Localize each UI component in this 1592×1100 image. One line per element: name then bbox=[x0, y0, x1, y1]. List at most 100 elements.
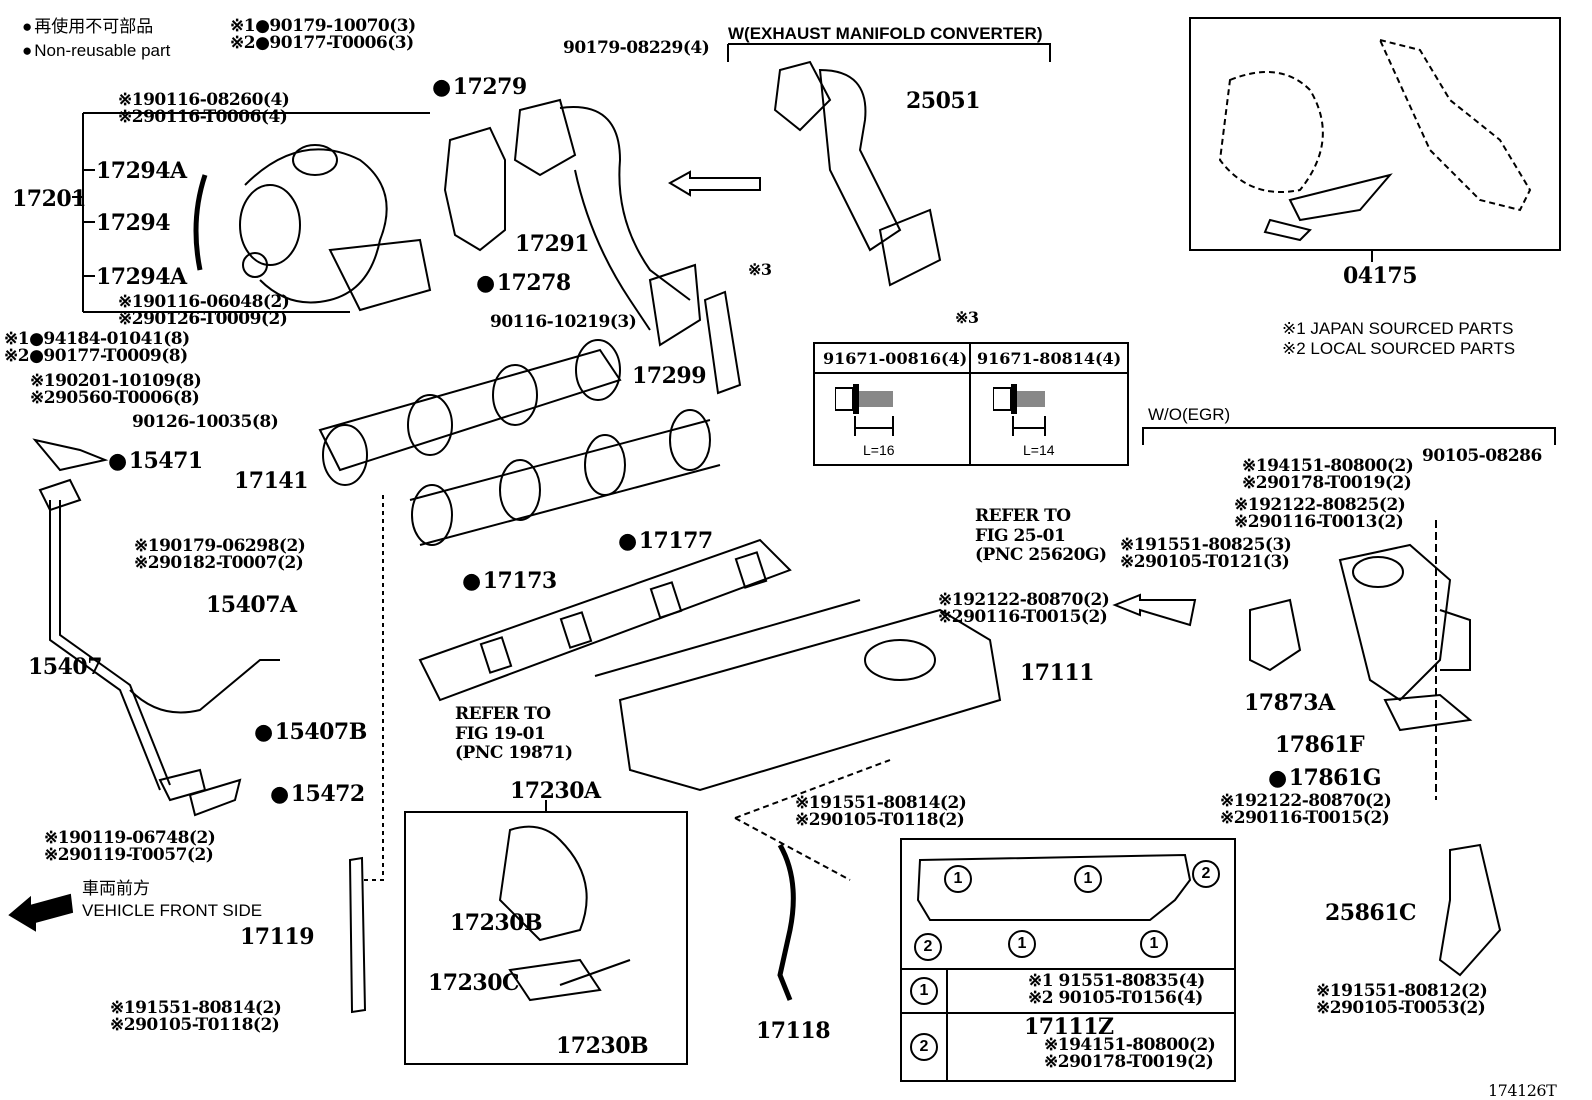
part-17111Z[interactable]: 17111Z bbox=[1024, 1014, 1114, 1040]
pipe-17291-drawing bbox=[513, 98, 702, 347]
part-17141[interactable]: 17141 bbox=[234, 468, 309, 494]
part-15407[interactable]: 15407 bbox=[28, 654, 103, 680]
fastener-local: ※290105-T0118(2) bbox=[110, 1015, 280, 1035]
row2-fastener[interactable]: ※194151-80800(2) ※290178-T0019(2) bbox=[1044, 1037, 1216, 1072]
section-wo-egr: W/O(EGR) bbox=[1148, 405, 1231, 424]
leader-17201 bbox=[72, 112, 430, 313]
part-17294A-top[interactable]: 17294A bbox=[96, 158, 187, 184]
figure-id: 174126T bbox=[1488, 1081, 1557, 1100]
fastener-stud-turbo-bottom[interactable]: ※190116-06048(2) ※290126-T0009(2) bbox=[118, 292, 290, 328]
fastener-japan: ※191551-80814(2) bbox=[795, 793, 967, 813]
part-17278[interactable]: 17278 bbox=[476, 272, 572, 294]
bolt-icon bbox=[835, 384, 894, 436]
part-25051[interactable]: 25051 bbox=[906, 88, 981, 114]
fastener-washer[interactable]: ※190201-10109(8) ※290560-T0006(8) bbox=[30, 371, 202, 407]
fastener-local: ※290178-T0019(2) bbox=[1044, 1052, 1214, 1072]
part-15471[interactable]: 15471 bbox=[108, 450, 204, 472]
refer-line: REFER TO bbox=[975, 506, 1071, 526]
part-17230B-bottom[interactable]: 17230B bbox=[556, 1033, 649, 1059]
fastener-bolt-17118[interactable]: ※191551-80814(2) ※290105-T0118(2) bbox=[795, 793, 967, 830]
fastener-bolt-egr[interactable]: ※191551-80825(3) ※290105-T0121(3) bbox=[1120, 535, 1292, 571]
marker-1: 1 bbox=[1074, 865, 1102, 893]
fastener-nut-oilpipe[interactable]: ※190179-06298(2) ※290182-T0007(2) bbox=[134, 538, 306, 572]
bracket-wo-egr bbox=[1142, 427, 1556, 445]
part-17111[interactable]: 17111 bbox=[1020, 660, 1095, 686]
arrow-left-intake-icon bbox=[1112, 593, 1197, 627]
fastener-stud-exhaust[interactable]: 90126-10035(8) bbox=[132, 412, 279, 432]
fastener-japan: ※190201-10109(8) bbox=[30, 371, 202, 391]
part-25861C[interactable]: 25861C bbox=[1325, 900, 1417, 926]
legend-non-reusable-en: Non-reusable part bbox=[22, 42, 170, 59]
fastener-bolt-egr-top[interactable]: 90105-08286 bbox=[1422, 446, 1542, 466]
fastener-local: ※290105-T0118(2) bbox=[795, 810, 965, 830]
part-17230A[interactable]: 17230A bbox=[510, 778, 601, 804]
table-col-divider bbox=[946, 968, 948, 1080]
fastener-bolt-oilpipe[interactable]: ※190119-06748(2) ※290119-T0057(2) bbox=[44, 828, 216, 865]
part-17294A-bottom[interactable]: 17294A bbox=[96, 264, 187, 290]
fastener-nut-top[interactable]: ※1●90179-10070(3) ※2●90177-T0006(3) bbox=[230, 18, 416, 52]
refer-gasket-link[interactable]: REFER TO FIG 25-01 (PNC 25620G) bbox=[975, 506, 1107, 566]
fastener-bolt-17119[interactable]: ※191551-80814(2) ※290105-T0118(2) bbox=[110, 1000, 282, 1035]
part-17119[interactable]: 17119 bbox=[240, 924, 315, 950]
note3-marker-bolt: ※3 bbox=[748, 260, 772, 279]
marker-1: 1 bbox=[1008, 930, 1036, 958]
fastener-local: ※2●90177-T0009(8) bbox=[4, 346, 188, 366]
bracket-25861C-drawing bbox=[1438, 843, 1502, 977]
part-17118[interactable]: 17118 bbox=[756, 1018, 831, 1044]
bolt-option-2[interactable]: 91671-80814(4) bbox=[977, 349, 1122, 368]
part-17201[interactable]: 17201 bbox=[12, 186, 87, 212]
fastener-japan: ※194151-80800(2) bbox=[1242, 456, 1414, 476]
gasket-15471-drawing bbox=[32, 438, 109, 472]
bolt-option-1[interactable]: 91671-00816(4) bbox=[823, 349, 968, 368]
fastener-stud-egr[interactable]: ※192122-80825(2) ※290116-T0013(2) bbox=[1234, 495, 1406, 532]
fastener-stud-17861[interactable]: ※192122-80870(2) ※290116-T0015(2) bbox=[1220, 793, 1392, 827]
bracket-17873A-drawing bbox=[1249, 598, 1302, 672]
fastener-stud-turbo[interactable]: ※190116-08260(4) ※290116-T0006(4) bbox=[118, 92, 290, 126]
part-17230B-top[interactable]: 17230B bbox=[450, 910, 543, 936]
fastener-japan: ※190116-06048(2) bbox=[118, 292, 290, 312]
part-17861F[interactable]: 17861F bbox=[1275, 732, 1365, 758]
part-17861G[interactable]: 17861G bbox=[1268, 767, 1382, 789]
part-17173[interactable]: 17173 bbox=[462, 570, 558, 592]
fastener-nut-egr[interactable]: ※194151-80800(2) ※290178-T0019(2) bbox=[1242, 456, 1414, 492]
gasket-17177-drawing bbox=[418, 538, 792, 702]
part-17279[interactable]: 17279 bbox=[432, 76, 528, 98]
marker-2: 2 bbox=[1192, 860, 1220, 888]
part-04175[interactable]: 04175 bbox=[1343, 263, 1418, 289]
part-17177[interactable]: 17177 bbox=[618, 530, 714, 552]
fastener-japan: ※191551-80825(3) bbox=[1120, 535, 1292, 555]
refer-rail-link[interactable]: REFER TO FIG 19-01 (PNC 19871) bbox=[455, 704, 573, 764]
bolt-icon bbox=[993, 384, 1046, 436]
bracket-17299-drawing bbox=[703, 290, 742, 395]
actuator-17230-drawing bbox=[498, 825, 631, 1002]
fastener-japan: ※192122-80825(2) bbox=[1234, 495, 1406, 515]
intake-manifold-outline bbox=[916, 853, 1192, 921]
fastener-local: ※290119-T0057(2) bbox=[44, 845, 214, 865]
part-17873A[interactable]: 17873A bbox=[1244, 690, 1335, 716]
table-header bbox=[815, 344, 1127, 374]
bracket-exhaust-converter bbox=[727, 43, 1051, 62]
arrow-left-icon bbox=[667, 170, 761, 197]
part-15472[interactable]: 15472 bbox=[270, 783, 366, 805]
fastener-stud-manifold[interactable]: 90116-10219(3) bbox=[490, 312, 637, 332]
marker-2: 2 bbox=[914, 933, 942, 961]
part-17294[interactable]: 17294 bbox=[96, 210, 171, 236]
row-marker-1: 1 bbox=[910, 977, 938, 1005]
part-15407B[interactable]: 15407B bbox=[254, 721, 368, 743]
refer-line: (PNC 19871) bbox=[455, 743, 573, 764]
part-17291[interactable]: 17291 bbox=[515, 231, 590, 257]
part-17230C[interactable]: 17230C bbox=[428, 970, 520, 996]
fastener-nut-manifold[interactable]: ※1●94184-01041(8) ※2●90177-T0009(8) bbox=[4, 331, 190, 365]
refer-line: (PNC 25620G) bbox=[975, 545, 1107, 566]
gasket-17279-drawing bbox=[443, 126, 506, 252]
fastener-nut-pipe[interactable]: 90179-08229(4) bbox=[563, 38, 710, 58]
reference-line bbox=[360, 495, 384, 881]
part-17299[interactable]: 17299 bbox=[632, 363, 707, 389]
row1-fastener[interactable]: ※1 91551-80835(4) ※2 90105-T0156(4) bbox=[1028, 973, 1205, 1007]
fastener-japan: ※190119-06748(2) bbox=[44, 828, 216, 848]
row-marker-2: 2 bbox=[910, 1033, 938, 1061]
fastener-bolt-25861[interactable]: ※191551-80812(2) ※290105-T0053(2) bbox=[1316, 983, 1488, 1017]
fastener-stud-intake[interactable]: ※192122-80870(2) ※290116-T0015(2) bbox=[938, 592, 1110, 626]
part-15407A[interactable]: 15407A bbox=[206, 592, 297, 618]
fastener-local: ※290116-T0013(2) bbox=[1234, 512, 1404, 532]
